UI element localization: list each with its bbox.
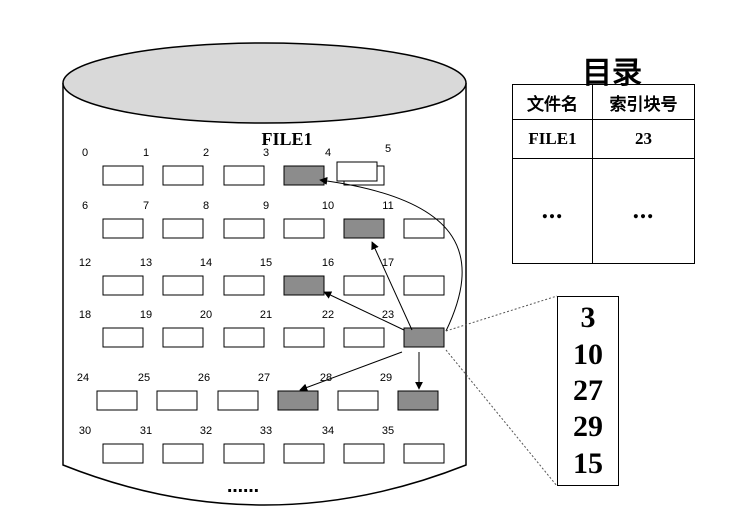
- disk-block-used: [397, 390, 439, 411]
- block-number-label: 22: [322, 309, 334, 321]
- block-number-label: 34: [322, 425, 334, 437]
- disk-block: [102, 275, 144, 296]
- index-block: 3 10 27 29 15: [557, 296, 619, 486]
- disk-block-used: [283, 275, 325, 296]
- block-number-label: 7: [143, 200, 149, 212]
- callout-line-bottom: [445, 349, 558, 487]
- disk-block: [162, 218, 204, 239]
- block-number-label: 5: [385, 143, 391, 155]
- disk-block: [343, 443, 385, 464]
- block-number-label: 10: [322, 200, 334, 212]
- disk-block: [337, 390, 379, 411]
- block-number-label: 13: [140, 257, 152, 269]
- block-number-label: 23: [382, 309, 394, 321]
- disk-block: [162, 443, 204, 464]
- block-number-label: 1: [143, 147, 149, 159]
- disk-block: [403, 275, 445, 296]
- block-number-label: 32: [200, 425, 212, 437]
- index-entry: 3: [580, 301, 596, 335]
- disk-block: [223, 165, 265, 186]
- file-label: FILE1: [261, 129, 312, 149]
- col-filename-header: 文件名: [512, 84, 593, 120]
- disk-block-used: [403, 327, 445, 348]
- block-number-label: 3: [263, 147, 269, 159]
- block-number-label: 27: [258, 372, 270, 384]
- disk-block: [162, 165, 204, 186]
- col-index-header: 索引块号: [592, 84, 695, 120]
- block-number-label: 35: [382, 425, 394, 437]
- disk-block: [343, 275, 385, 296]
- block-number-label: 6: [82, 200, 88, 212]
- block-number-label: 33: [260, 425, 272, 437]
- block-number-label: 16: [322, 257, 334, 269]
- disk-block: [102, 165, 144, 186]
- index-entry: 15: [573, 446, 603, 480]
- disk-block: [102, 218, 144, 239]
- disk-block: [403, 443, 445, 464]
- block-number-label: 18: [79, 309, 91, 321]
- disk-block: [223, 275, 265, 296]
- block-number-label: 19: [140, 309, 152, 321]
- disk-block: [102, 443, 144, 464]
- disk-block: [156, 390, 198, 411]
- block-number-label: 15: [260, 257, 272, 269]
- block-number-label: 20: [200, 309, 212, 321]
- pointer-arrow-to-3: [319, 176, 463, 332]
- disk-block: [283, 218, 325, 239]
- disk-block: [162, 327, 204, 348]
- row1-index: 23: [592, 119, 695, 159]
- block-number-label: 24: [77, 372, 89, 384]
- disk-block: [217, 390, 259, 411]
- disk-block: [162, 275, 204, 296]
- disk-block: [343, 327, 385, 348]
- disk-block: [223, 327, 265, 348]
- block-number-label: 9: [263, 200, 269, 212]
- pointer-arrow-to-27: [299, 351, 403, 392]
- disk-block: [96, 390, 138, 411]
- block-number-label: 31: [140, 425, 152, 437]
- block-number-label: 4: [325, 147, 331, 159]
- block-number-label: 17: [382, 257, 394, 269]
- block-number-label: 12: [79, 257, 91, 269]
- block-number-label: 14: [200, 257, 212, 269]
- block-number-label: 26: [198, 372, 210, 384]
- pointer-arrow-to-15: [323, 291, 405, 331]
- disk-block-used: [283, 165, 325, 186]
- callout-line-top: [445, 295, 558, 332]
- block-number-label: 2: [203, 147, 209, 159]
- pointer-arrow-to-10: [371, 241, 413, 331]
- block-number-label: 25: [138, 372, 150, 384]
- row1-filename: FILE1: [512, 119, 593, 159]
- block-number-label: 8: [203, 200, 209, 212]
- index-entry: 29: [573, 410, 603, 444]
- disk-top: [62, 42, 467, 124]
- block-number-label: 30: [79, 425, 91, 437]
- row2-index: …: [592, 158, 695, 264]
- row2-filename: …: [512, 158, 593, 264]
- disk-block: [102, 327, 144, 348]
- disk-block: [403, 218, 445, 239]
- index-entry: 27: [573, 373, 603, 407]
- disk-block: [283, 443, 325, 464]
- disk-block: [223, 218, 265, 239]
- block-number-label: 0: [82, 147, 88, 159]
- block-number-label: 11: [382, 200, 393, 212]
- index-entry: 10: [573, 337, 603, 371]
- more-ellipsis: ……: [227, 477, 259, 496]
- block-number-label: 29: [380, 372, 392, 384]
- disk-block-used: [343, 218, 385, 239]
- disk-block: [223, 443, 265, 464]
- disk-block-used: [277, 390, 319, 411]
- block-number-label: 21: [260, 309, 272, 321]
- disk-block: [283, 327, 325, 348]
- disk-block: [336, 161, 378, 182]
- directory-table: 文件名 索引块号 FILE1 23 … …: [512, 84, 695, 264]
